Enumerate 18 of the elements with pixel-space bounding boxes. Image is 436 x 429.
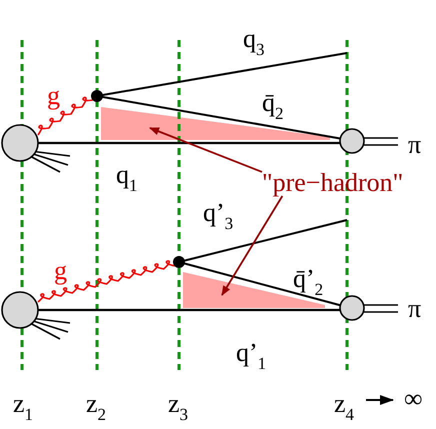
antiquark-label: q̄$_{2}$ bbox=[262, 90, 284, 125]
position-label: z$_{4}$ bbox=[334, 391, 354, 426]
callout-text: "pre−hadron" bbox=[262, 170, 404, 196]
infinity-label: ∞ bbox=[404, 386, 423, 412]
position-label: z$_{3}$ bbox=[168, 391, 188, 426]
quark-label: q$_{1}$ bbox=[116, 162, 138, 197]
pion-label: π bbox=[408, 296, 422, 322]
leader-arrow bbox=[149, 127, 262, 173]
position-label: z$_{2}$ bbox=[86, 391, 106, 426]
pion-label: π bbox=[408, 132, 422, 158]
quark-label: q$_{3}$ bbox=[243, 26, 264, 61]
position-label: z$_{1}$ bbox=[13, 391, 34, 426]
gluon-label: g bbox=[54, 258, 67, 284]
quark-label: q’$_{3}$ bbox=[203, 200, 234, 235]
antiquark-label: q̄’$_{2}$ bbox=[293, 266, 324, 301]
leader-arrow bbox=[221, 196, 284, 296]
quark-label: q’$_{1}$ bbox=[236, 340, 266, 375]
gluon-label: g bbox=[47, 83, 60, 109]
